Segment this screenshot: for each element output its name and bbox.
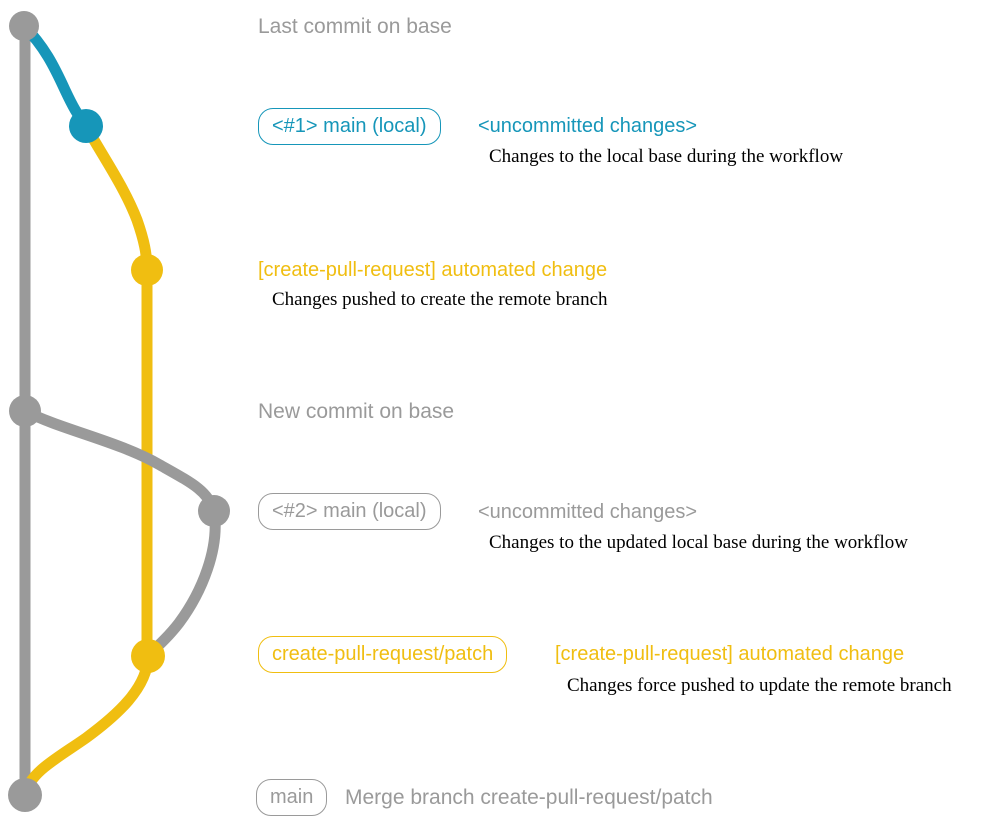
commit-node-merge [8,778,42,812]
new-commit-label: New commit on base [258,400,455,423]
desc-updated-local-base-changes: Changes to the updated local base during… [489,532,908,553]
commit-node-local-2 [198,495,230,527]
uncommitted-changes-label-1: <uncommitted changes> [478,115,698,137]
badge-main-local-2: <#2> main (local) [258,493,441,530]
merge-edge [19,650,154,799]
desc-pushed-create-branch: Changes pushed to create the remote bran… [272,289,608,310]
badge-main-local-1: <#1> main (local) [258,108,441,145]
badge-create-pull-request-patch: create-pull-request/patch [258,636,508,673]
commit-node-new-base [9,395,41,427]
merge-branch-label: Merge branch create-pull-request/patch [345,786,713,809]
local-to-remote-edge [142,505,221,662]
commit-node-local-1 [69,109,103,143]
automated-change-label-2: [create-pull-request] automated change [555,643,905,665]
badge-main: main [256,779,328,816]
commit-node-last-base [9,11,39,41]
git-graph [8,11,230,812]
local-change-edge-1 [18,20,92,132]
commit-node-automated-1 [131,254,163,286]
desc-local-base-changes: Changes to the local base during the wor… [489,146,844,167]
automated-change-label-1: [create-pull-request] automated change [258,259,608,281]
desc-force-pushed-update-branch: Changes force pushed to update the remot… [567,675,952,696]
uncommitted-changes-label-2: <uncommitted changes> [478,501,698,523]
remote-branch-edge-1 [80,120,153,276]
last-commit-label: Last commit on base [258,15,452,38]
base-to-local-edge-2 [19,405,220,517]
commit-node-automated-2 [131,639,165,673]
